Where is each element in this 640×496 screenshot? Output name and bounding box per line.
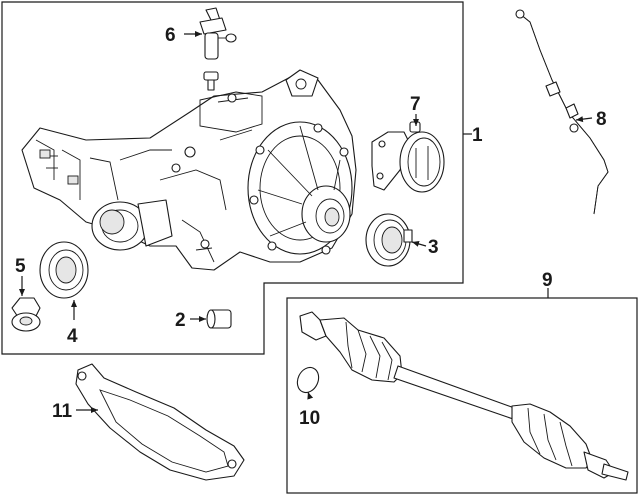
part-10-shim [296, 366, 320, 394]
part-7-actuator [371, 121, 445, 193]
callout-3: 3 [428, 237, 439, 258]
part-5-nut [11, 297, 41, 332]
part-2-plug [206, 309, 232, 329]
callout-9: 9 [542, 270, 553, 291]
part-3-seal [365, 213, 413, 267]
callout-5: 5 [15, 256, 26, 277]
callout-8: 8 [596, 109, 607, 130]
leader-8 [575, 116, 593, 123]
callout-2: 2 [175, 310, 186, 331]
part-1-differential-housing [21, 69, 357, 271]
part-vent-bolt [203, 71, 219, 91]
leader-10 [307, 391, 314, 400]
axle-shaft-group-box [286, 297, 638, 494]
callout-4: 4 [67, 326, 78, 347]
part-8-breather-hose [515, 9, 609, 215]
differential-group-box [1, 1, 464, 355]
callout-11: 11 [52, 401, 73, 422]
part-9-axle-shaft [299, 311, 629, 481]
callout-6: 6 [165, 25, 176, 46]
callout-1: 1 [472, 125, 483, 146]
callout-10: 10 [299, 408, 320, 429]
callout-7: 7 [410, 94, 421, 115]
part-6-sensor [199, 7, 237, 60]
leader-3 [411, 241, 427, 247]
part-4-seal [39, 241, 89, 299]
part-11-shield [75, 363, 245, 481]
